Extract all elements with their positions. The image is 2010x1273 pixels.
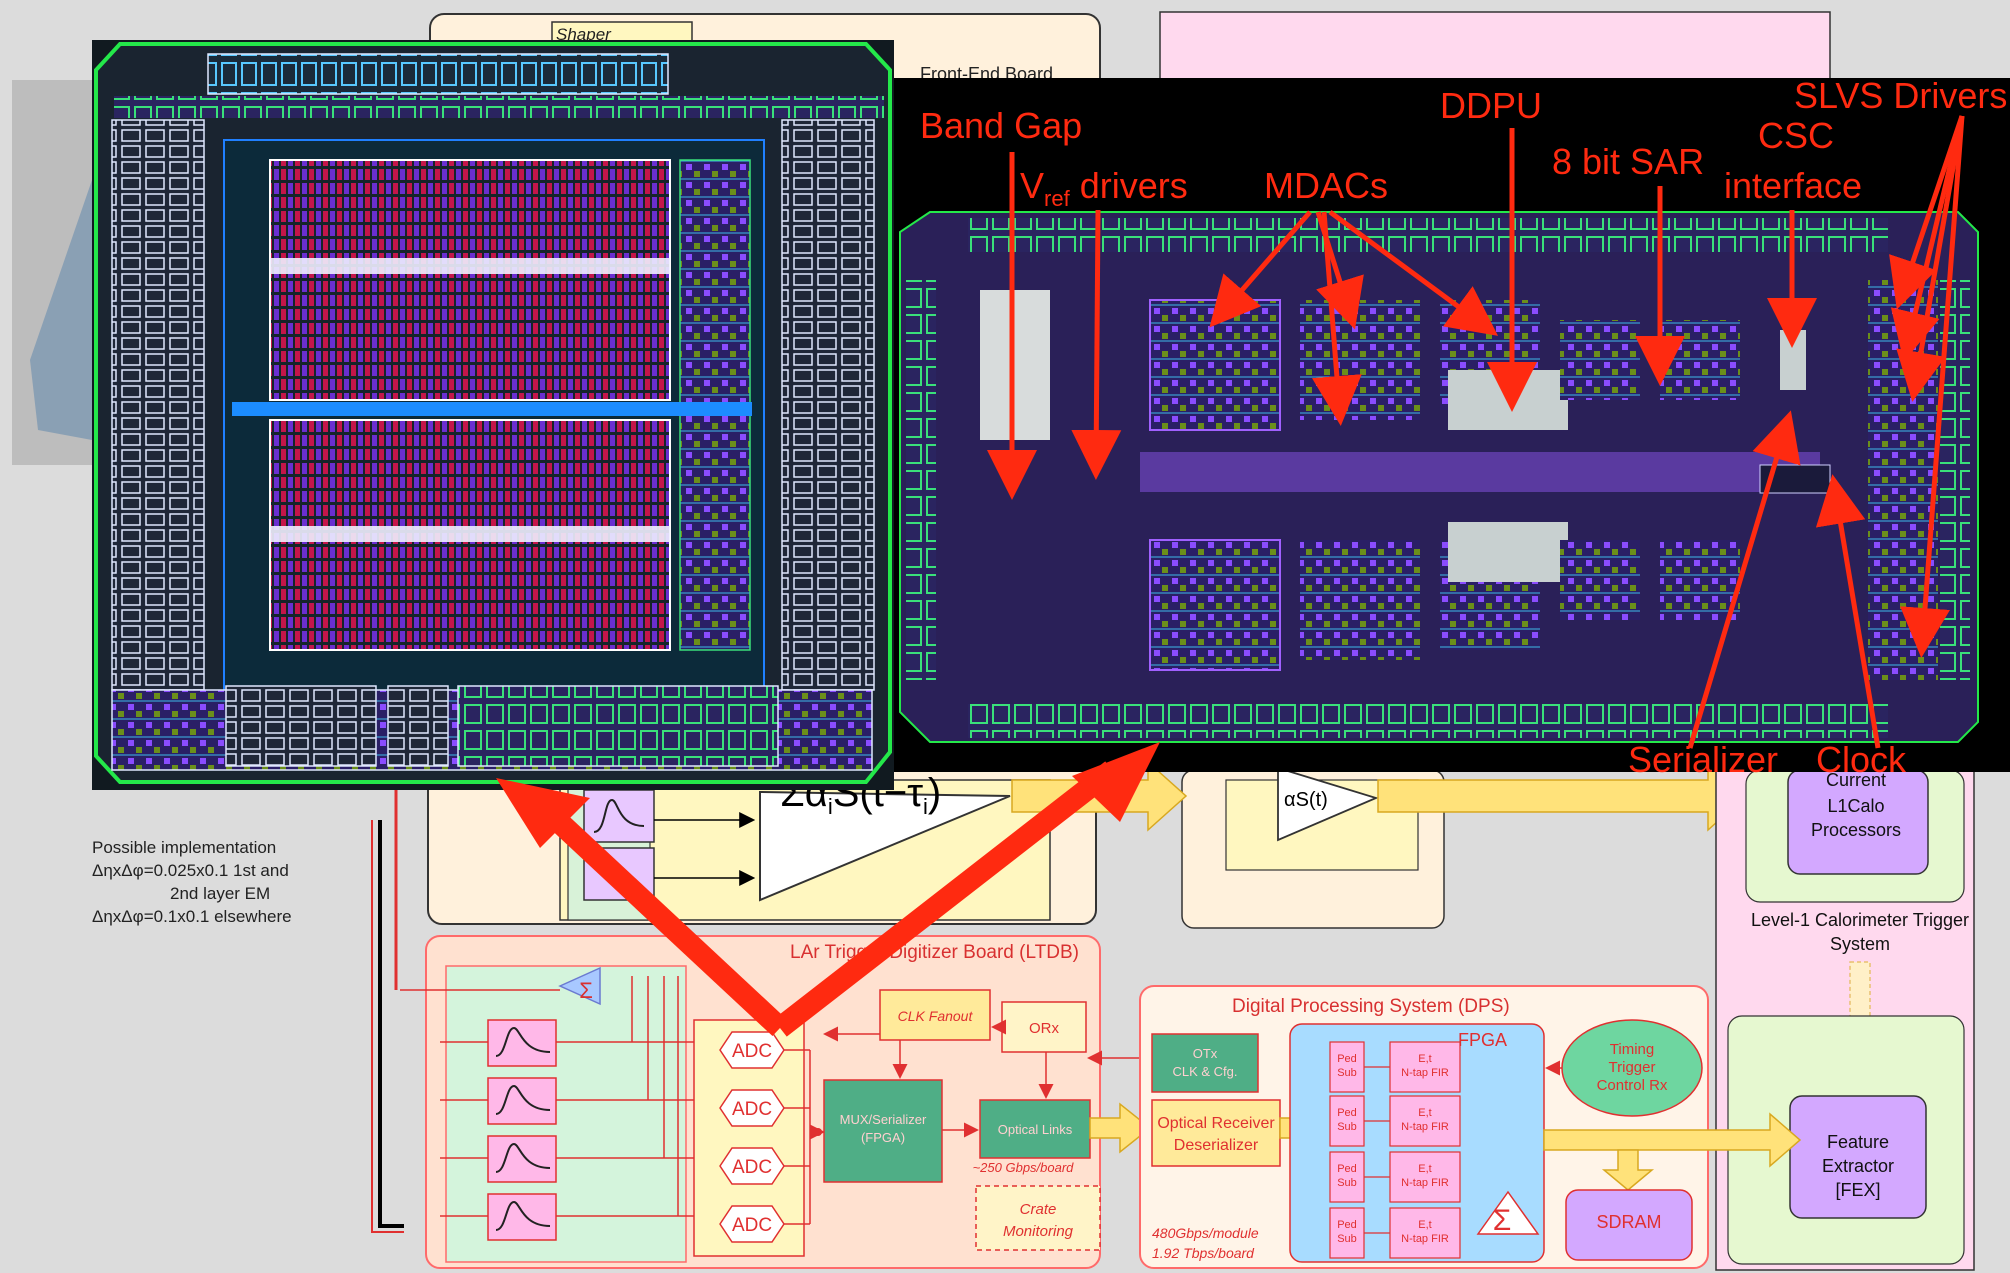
clk-fanout-box bbox=[879, 989, 991, 1041]
orx-label: ORx bbox=[1029, 1020, 1060, 1037]
fir-4a: E,t bbox=[1418, 1219, 1431, 1231]
sdram-arrow bbox=[1601, 1149, 1655, 1191]
timing-2: Trigger bbox=[1609, 1059, 1656, 1076]
label-band-gap: Band Gap bbox=[920, 105, 1082, 146]
label-vref-drivers: Vref drivers bbox=[1020, 165, 1188, 211]
ped-1b: Sub bbox=[1337, 1067, 1357, 1079]
alpha-amp bbox=[1277, 766, 1379, 842]
current-label-2: L1Calo bbox=[1827, 796, 1884, 816]
otx-label-2: CLK & Cfg. bbox=[1172, 1064, 1237, 1079]
crate-label-2: Monitoring bbox=[1003, 1223, 1074, 1240]
ped-3a: Ped bbox=[1337, 1163, 1357, 1175]
ltdb-label: LAr Trigger Digitizer Board (LTDB) bbox=[790, 942, 1079, 963]
label-slvs-drivers: SLVS Drivers bbox=[1794, 75, 2007, 116]
optical-receiver-box bbox=[1151, 1099, 1281, 1167]
ltdb-input-lines bbox=[400, 976, 712, 1217]
ltdb-bus-black bbox=[378, 820, 404, 1228]
ltdb-analog-area bbox=[445, 965, 687, 1263]
dps-fex-arrow bbox=[1543, 1112, 1802, 1168]
otx-box bbox=[1151, 1033, 1259, 1093]
current-label-1: Current bbox=[1826, 770, 1886, 790]
ped-4b: Sub bbox=[1337, 1233, 1357, 1245]
shaper-block-1 bbox=[583, 789, 655, 843]
l1calo-system-label-1: Level-1 Calorimeter Trigger bbox=[1751, 910, 1969, 930]
fex-label-1: Feature bbox=[1827, 1132, 1889, 1152]
fir-1a: E,t bbox=[1418, 1053, 1431, 1065]
adc-label-1: ADC bbox=[732, 1041, 772, 1062]
adc-label-2: ADC bbox=[732, 1099, 772, 1120]
fex-label-3: [FEX] bbox=[1835, 1180, 1880, 1200]
mux-label-1: MUX/Serializer bbox=[840, 1112, 927, 1127]
label-serializer: Serializer bbox=[1628, 739, 1778, 780]
crate-monitoring-box bbox=[975, 1185, 1101, 1251]
dps-rate-2: 1.92 Tbps/board bbox=[1152, 1245, 1255, 1261]
orec-label-1: Optical Receiver bbox=[1157, 1115, 1275, 1132]
big-red-arrow bbox=[496, 742, 1160, 1037]
timing-1: Timing bbox=[1610, 1041, 1654, 1058]
ped-3b: Sub bbox=[1337, 1177, 1357, 1189]
fex-label-2: Extractor bbox=[1822, 1156, 1894, 1176]
label-clock: Clock bbox=[1816, 739, 1907, 780]
label-csc-1: CSC bbox=[1758, 115, 1834, 156]
mux-serializer-box bbox=[823, 1079, 943, 1183]
timing-3: Control Rx bbox=[1597, 1077, 1668, 1094]
sum-amplifier bbox=[759, 790, 1011, 902]
l1calo-system-label-2: System bbox=[1830, 934, 1890, 954]
ltdb-sum-symbol: Σ bbox=[579, 978, 593, 1003]
fir-1b: N-tap FIR bbox=[1401, 1067, 1449, 1079]
chip-layout-left bbox=[92, 40, 894, 790]
ltdb-bandwidth: ~250 Gbps/board bbox=[973, 1160, 1075, 1175]
ped-sub-column bbox=[1329, 1041, 1365, 1259]
dps-label: Digital Processing System (DPS) bbox=[1232, 996, 1510, 1017]
ltdb-bus-red bbox=[371, 820, 404, 1233]
dps-rate-1: 480Gbps/module bbox=[1152, 1225, 1259, 1241]
ltdb-dps-arrow bbox=[1089, 1102, 1152, 1154]
alpha-s-label: αS(t) bbox=[1284, 789, 1328, 811]
orx-box bbox=[1001, 1001, 1087, 1053]
impl-note-2: ΔηxΔφ=0.025x0.1 1st and bbox=[92, 861, 289, 880]
fpga-label: FPGA bbox=[1458, 1030, 1507, 1050]
fir-column bbox=[1389, 1041, 1461, 1259]
ltdb-shapers bbox=[487, 1019, 557, 1241]
mux-label-2: (FPGA) bbox=[861, 1130, 905, 1145]
chip-layout-right bbox=[894, 78, 2010, 772]
sdram-box bbox=[1565, 1189, 1693, 1261]
orec-label-2: Deserializer bbox=[1174, 1137, 1259, 1154]
impl-note-4: ΔηxΔφ=0.1x0.1 elsewhere bbox=[92, 907, 292, 926]
ltdb-sum-triangle bbox=[558, 966, 601, 1006]
fir-3b: N-tap FIR bbox=[1401, 1177, 1449, 1189]
adc-label-3: ADC bbox=[732, 1157, 772, 1178]
fir-2a: E,t bbox=[1418, 1107, 1431, 1119]
impl-note-1: Possible implementation bbox=[92, 838, 276, 857]
sdram-label: SDRAM bbox=[1596, 1212, 1661, 1232]
label-ddpu: DDPU bbox=[1440, 85, 1542, 126]
optical-links-label: Optical Links bbox=[998, 1122, 1073, 1137]
impl-note-3: 2nd layer EM bbox=[170, 884, 270, 903]
label-csc-2: interface bbox=[1724, 165, 1862, 206]
ped-2b: Sub bbox=[1337, 1121, 1357, 1133]
otx-label-1: OTx bbox=[1193, 1046, 1218, 1061]
label-mdacs: MDACs bbox=[1264, 165, 1388, 206]
fir-3a: E,t bbox=[1418, 1163, 1431, 1175]
optical-links-box bbox=[979, 1099, 1091, 1159]
ped-2a: Ped bbox=[1337, 1107, 1357, 1119]
label-8bit-sar: 8 bit SAR bbox=[1552, 141, 1704, 182]
detector-image bbox=[12, 80, 92, 465]
chip-annotation-arrows bbox=[987, 115, 1965, 749]
current-label-3: Processors bbox=[1811, 820, 1901, 840]
clk-fanout-label: CLK Fanout bbox=[898, 1008, 974, 1024]
shaper-label: Shaper bbox=[556, 25, 612, 44]
dps-sigma-triangle bbox=[1476, 1190, 1540, 1235]
fir-2b: N-tap FIR bbox=[1401, 1121, 1449, 1133]
adc-label-4: ADC bbox=[732, 1215, 772, 1236]
ped-4a: Ped bbox=[1337, 1219, 1357, 1231]
ped-1a: Ped bbox=[1337, 1053, 1357, 1065]
fex-box bbox=[1789, 1095, 1927, 1219]
fir-4b: N-tap FIR bbox=[1401, 1233, 1449, 1245]
dps-sigma: Σ bbox=[1493, 1204, 1512, 1237]
crate-label-1: Crate bbox=[1020, 1201, 1057, 1218]
